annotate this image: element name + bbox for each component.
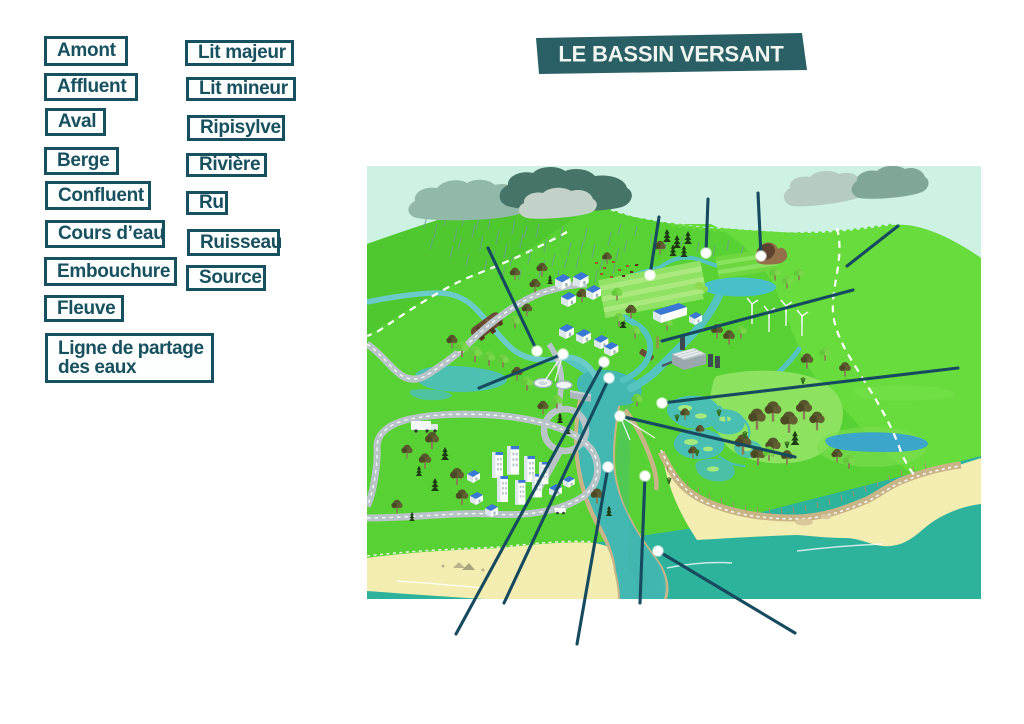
svg-text:LE BASSIN VERSANT: LE BASSIN VERSANT [558,42,784,67]
